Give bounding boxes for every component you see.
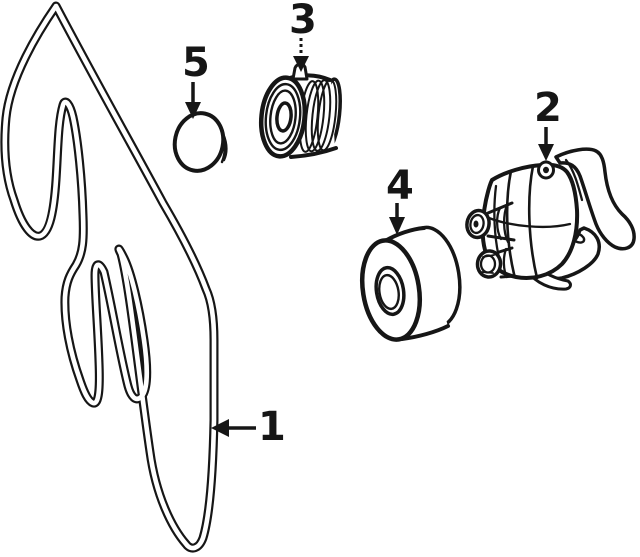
tensioner-bracket-inner-line (564, 158, 584, 202)
pulley3-center-hole (275, 101, 293, 133)
callout-2: 2 (534, 85, 562, 161)
tensioner-upper-boss-arc (502, 203, 510, 244)
idler-hole-outer (374, 265, 406, 317)
callout-4: 4 (386, 163, 414, 235)
pulley3-rib (310, 79, 332, 152)
tensioner-body-rib (505, 169, 516, 276)
tensioner-lower-boss-arc (502, 247, 509, 279)
callout-4-arrowhead (389, 217, 405, 235)
pulley3-ring (269, 89, 297, 145)
disc-face (172, 111, 226, 173)
belt-inner-white (2, 3, 217, 551)
tensioner-upper-boss-arc (495, 206, 503, 241)
callout-1-label: 1 (258, 404, 286, 450)
callout-1: 1 (211, 404, 286, 450)
tensioner-bracket-arm (554, 147, 636, 251)
callout-2-label: 2 (534, 85, 562, 131)
callout-5: 5 (182, 40, 210, 119)
belt-outline (0, 1, 219, 553)
pulley3-bottom-edge (289, 146, 338, 159)
grooved-pulley-part-3 (258, 62, 342, 159)
tensioner-lower-boss-facet (482, 254, 495, 258)
tensioner-lower-boss-facet (481, 271, 494, 274)
callout-1-arrowhead (211, 419, 229, 437)
tensioner-upper-boss-cap-inner (469, 213, 485, 235)
pulley3-ring (264, 82, 302, 152)
serpentine-belt-part-1 (0, 1, 219, 553)
idler-front-face (360, 238, 422, 342)
cap-disc-part-5 (172, 111, 228, 173)
callout-3: 3 (289, 0, 317, 72)
idler-pulley-part-4 (360, 225, 462, 342)
tensioner-part-2 (465, 147, 636, 291)
tensioner-upper-boss-center (473, 220, 479, 228)
callout-3-label: 3 (289, 0, 317, 43)
tensioner-body-band (487, 216, 572, 229)
callout-2-arrowhead (538, 144, 554, 161)
idler-hole-inner (378, 273, 400, 311)
tensioner-body-rib (527, 164, 539, 280)
callout-4-label: 4 (386, 163, 414, 209)
tensioner-top-bolt-center (543, 166, 549, 174)
callout-3-arrowhead (293, 56, 309, 72)
callout-5-label: 5 (182, 40, 210, 86)
callout-5-arrowhead (185, 102, 201, 119)
